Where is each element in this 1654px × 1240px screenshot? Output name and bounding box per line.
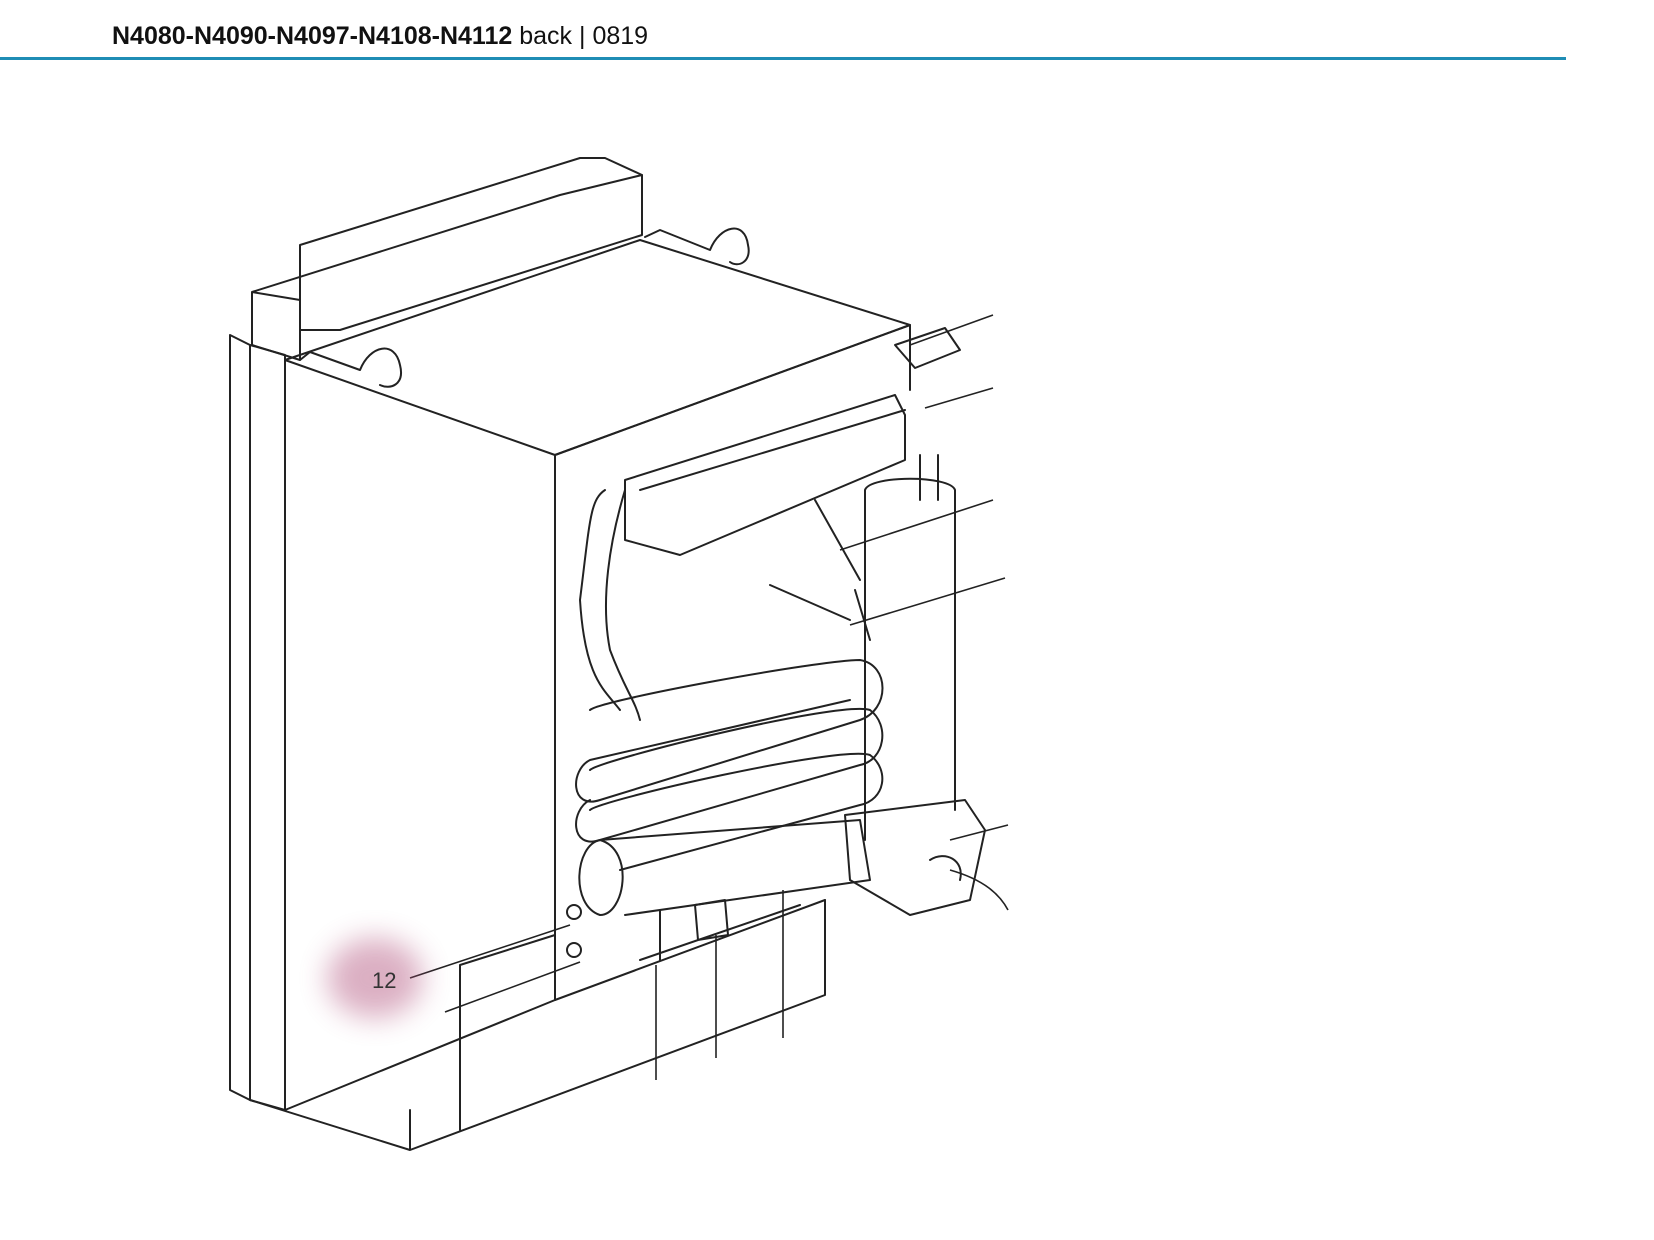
model-codes: N4080-N4090-N4097-N4108-N4112 — [112, 22, 513, 50]
connector — [566, 942, 582, 958]
evaporator-coil — [575, 659, 884, 803]
revision-code: 0819 — [592, 22, 649, 50]
leader-line — [909, 314, 994, 346]
evaporator-coil — [589, 752, 884, 871]
leader-line — [924, 387, 994, 409]
view-label: back — [519, 22, 573, 50]
gas-valve — [639, 899, 801, 961]
reservoir-cylinder — [578, 819, 871, 916]
page-title: N4080-N4090-N4097-N4108-N4112 back | 081… — [112, 22, 648, 51]
condenser-pipe — [579, 489, 641, 721]
connector — [566, 904, 582, 920]
evaporator-coil — [575, 707, 884, 843]
callout-12[interactable]: 12 — [372, 968, 396, 993]
boiler-cylinder — [864, 454, 956, 841]
top-rail — [251, 174, 643, 361]
burner-bracket — [844, 799, 986, 916]
cabinet-back — [554, 324, 911, 1001]
callout-highlight — [327, 938, 423, 1018]
side-panel — [229, 334, 286, 1111]
leader-line — [949, 824, 1009, 841]
title-separator: | — [579, 22, 586, 50]
header-rule — [0, 57, 1566, 60]
leader-line — [839, 499, 994, 551]
base-plate — [249, 899, 826, 1151]
top-frame — [299, 157, 643, 331]
mount-clip — [299, 347, 402, 388]
absorber-tube — [624, 394, 906, 556]
bracket-top — [894, 327, 961, 369]
leader-line — [409, 924, 571, 979]
leader-line — [849, 577, 1006, 626]
mount-clip — [644, 227, 750, 266]
leader-line — [444, 961, 581, 1013]
thermostat-sensor — [769, 499, 871, 641]
leader-line — [949, 869, 1009, 911]
